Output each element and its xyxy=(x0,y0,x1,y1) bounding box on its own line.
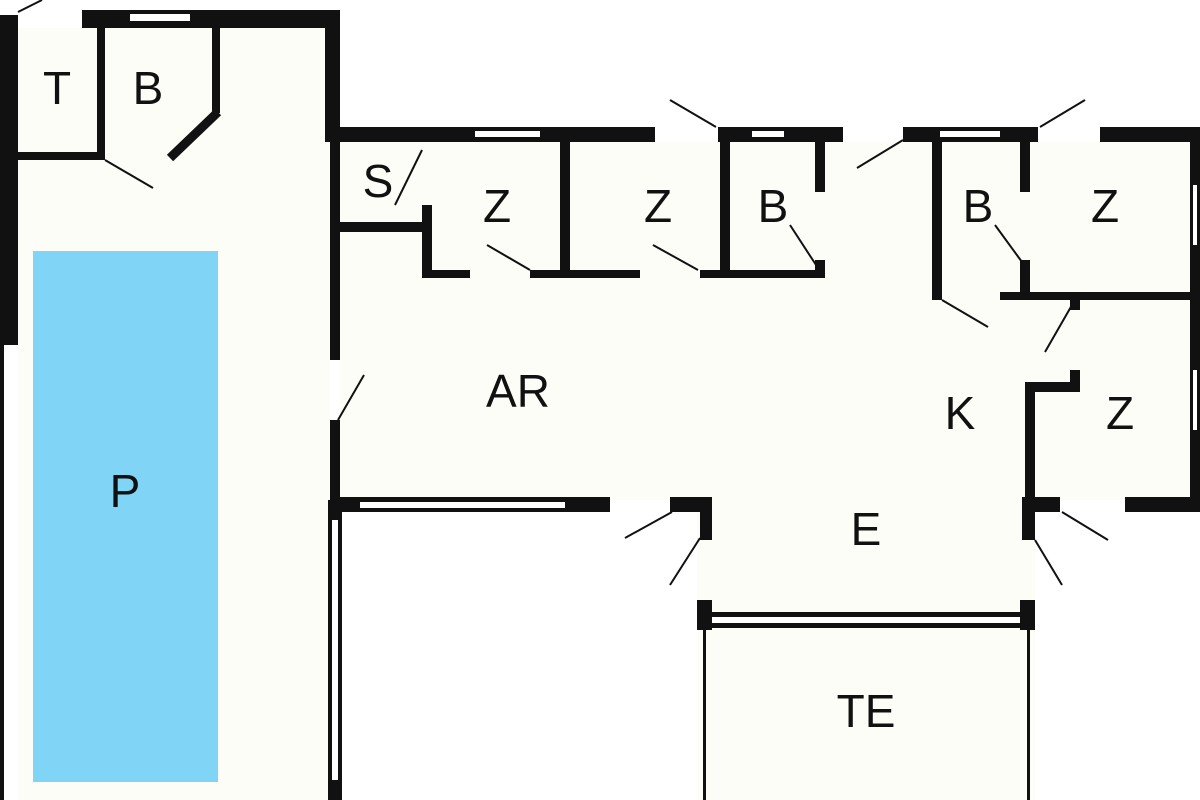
door-swing xyxy=(1061,511,1109,541)
wall xyxy=(815,142,825,192)
wall xyxy=(325,10,340,142)
door-swing xyxy=(17,0,43,13)
room-labels: T B S Z Z B B Z AR K Z E TE P xyxy=(43,62,1134,737)
wall xyxy=(212,28,220,113)
door-swing xyxy=(941,299,989,328)
door-swing xyxy=(337,374,365,421)
wall xyxy=(97,28,105,158)
room-label-kitchen: K xyxy=(945,387,976,439)
window xyxy=(1193,370,1197,430)
wall xyxy=(330,142,340,360)
door-swing xyxy=(669,537,701,586)
window xyxy=(360,502,565,508)
door-swing xyxy=(104,159,154,189)
room-label-bath: B xyxy=(758,180,789,232)
wall xyxy=(18,152,105,160)
wall xyxy=(0,15,18,345)
pool xyxy=(33,251,218,782)
door-swing xyxy=(652,244,699,271)
wall xyxy=(0,345,4,800)
door-swing xyxy=(624,511,673,539)
room-label-bedroom: Z xyxy=(644,180,672,232)
wall xyxy=(330,420,340,512)
door-swing xyxy=(486,244,531,271)
room-label-terrace: TE xyxy=(837,685,896,737)
wall xyxy=(1022,497,1035,540)
window xyxy=(130,14,190,21)
room-label-pool: P xyxy=(110,465,141,517)
floor-area xyxy=(697,500,1035,800)
window xyxy=(712,617,1020,623)
wall xyxy=(720,142,730,278)
wall xyxy=(815,260,825,278)
wall xyxy=(1000,292,1200,300)
wall xyxy=(530,270,640,278)
room-label-bedroom: Z xyxy=(1106,387,1134,439)
window xyxy=(332,520,338,780)
wall xyxy=(1125,497,1200,512)
windows xyxy=(130,14,1197,780)
door-swing xyxy=(856,139,904,169)
door-swing xyxy=(394,149,423,206)
wall xyxy=(932,142,942,300)
wall xyxy=(340,222,430,232)
wall xyxy=(1070,370,1080,392)
wall xyxy=(1070,300,1080,310)
wall xyxy=(1190,142,1200,512)
wall xyxy=(1030,382,1080,392)
door-swing xyxy=(669,99,717,128)
wall xyxy=(1100,127,1200,142)
window xyxy=(940,131,1000,137)
room-label-bedroom: Z xyxy=(1091,180,1119,232)
room-label-bedroom: Z xyxy=(483,180,511,232)
wall xyxy=(1020,260,1030,300)
door-swing xyxy=(994,224,1023,263)
wall xyxy=(1020,142,1030,192)
door-swing xyxy=(1039,99,1086,128)
room-label-living: AR xyxy=(486,365,550,417)
door-swing xyxy=(1044,304,1073,353)
wall xyxy=(700,270,825,278)
window xyxy=(475,131,540,137)
door-swing xyxy=(789,224,819,269)
door-swing xyxy=(1034,539,1063,586)
wall xyxy=(422,205,432,278)
room-label-entrance: E xyxy=(851,503,882,555)
wall xyxy=(700,497,712,540)
room-label-storage: S xyxy=(363,155,394,207)
window xyxy=(1193,185,1197,245)
wall xyxy=(1025,382,1035,512)
diagonal-wall xyxy=(166,108,222,162)
room-label-bath: B xyxy=(963,180,994,232)
room-label-bath: B xyxy=(133,62,164,114)
floor-area xyxy=(340,142,1200,500)
wall xyxy=(560,142,570,278)
wall xyxy=(82,10,340,28)
wall xyxy=(422,270,470,278)
room-label-toilet: T xyxy=(43,62,71,114)
wall xyxy=(703,628,706,800)
window xyxy=(752,131,784,137)
wall xyxy=(1027,628,1030,800)
door-swings xyxy=(17,0,1109,586)
